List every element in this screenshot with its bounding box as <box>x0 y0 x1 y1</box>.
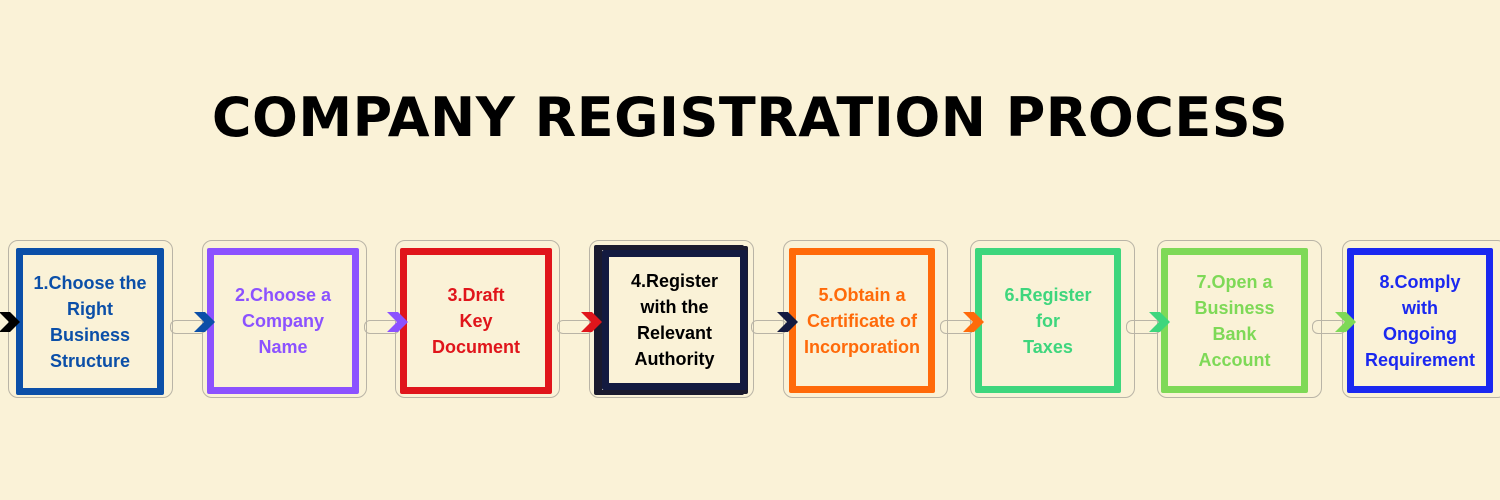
chevron-right-icon <box>0 309 22 335</box>
step-8-label: 8.Comply with Ongoing Requirement <box>1364 271 1476 370</box>
chevron-right-icon <box>578 309 604 335</box>
step-8-box: 8.Comply with Ongoing Requirement <box>1347 248 1493 393</box>
step-7-label: 7.Open a Business Bank Account <box>1194 271 1275 370</box>
step-4-box: 4.Register with the Relevant Authority <box>602 250 747 390</box>
step-3-box: 3.Draft Key Document <box>400 248 552 394</box>
step-4-label: 4.Register with the Relevant Authority <box>630 271 719 369</box>
step-frame-5 <box>783 240 948 398</box>
step-2-label: 2.Choose a Company Name <box>234 285 332 357</box>
step-2-box: 2.Choose a Company Name <box>207 248 359 394</box>
step-6-box: 6.Register for Taxes <box>975 248 1121 393</box>
chevron-right-icon <box>1146 309 1172 335</box>
step-1-label: 1.Choose the Right Business Structure <box>33 272 147 371</box>
step-5-box: 5.Obtain a Certificate of Incorporation <box>789 248 935 393</box>
chevron-right-icon <box>384 309 410 335</box>
chevron-right-icon <box>1332 309 1358 335</box>
chevron-right-icon <box>774 309 800 335</box>
chevron-right-icon <box>960 309 986 335</box>
step-7-box: 7.Open a Business Bank Account <box>1161 248 1308 393</box>
step-5-label: 5.Obtain a Certificate of Incorporation <box>804 284 920 357</box>
chevron-right-icon <box>191 309 217 335</box>
step-1-box: 1.Choose the Right Business Structure <box>16 248 164 395</box>
step-3-label: 3.Draft Key Document <box>431 285 520 357</box>
page-title: COMPANY REGISTRATION PROCESS <box>211 86 1289 149</box>
step-6-label: 6.Register for Taxes <box>1004 284 1092 357</box>
